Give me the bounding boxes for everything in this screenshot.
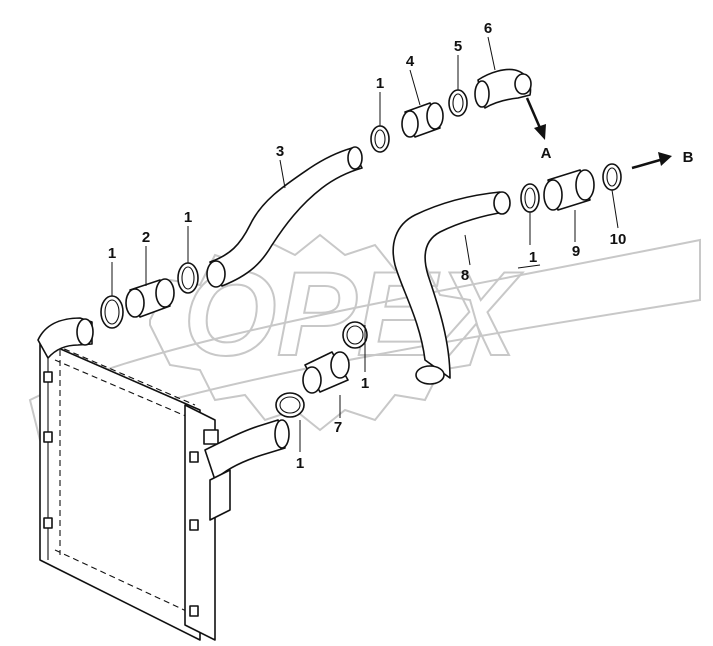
intercooler <box>37 317 290 641</box>
clamp-part-10 <box>602 163 622 191</box>
clamp-1-c <box>370 125 390 153</box>
clamp-1-d <box>520 183 540 213</box>
hose-part-8 <box>392 191 511 385</box>
coupler-part-9 <box>543 169 595 211</box>
callout-3: 3 <box>276 143 284 160</box>
hose-part-3 <box>206 146 363 288</box>
leader-lines <box>111 36 619 452</box>
callouts: 1 2 1 3 1 4 5 6 A B 8 1 9 10 1 7 1 <box>108 20 694 472</box>
callout-7: 7 <box>334 419 342 436</box>
callout-5: 5 <box>454 38 462 55</box>
callout-1-b: 1 <box>184 209 192 226</box>
callout-1-a: 1 <box>108 245 116 262</box>
watermark-swoosh <box>28 238 701 442</box>
arrow-a-label: A <box>541 145 552 162</box>
callout-9: 9 <box>572 243 580 260</box>
callout-4: 4 <box>406 53 415 70</box>
arrow-b <box>631 152 672 170</box>
callout-10: 10 <box>610 231 627 248</box>
elbow-part-6 <box>474 68 532 109</box>
callout-1-c: 1 <box>376 75 384 92</box>
callout-2: 2 <box>142 229 150 246</box>
callout-6: 6 <box>484 20 492 37</box>
callout-1-f: 1 <box>296 455 304 472</box>
coupler-part-7 <box>302 351 350 394</box>
callout-1-d: 1 <box>529 249 537 266</box>
arrow-b-label: B <box>683 149 694 166</box>
clamp-1-e <box>342 321 368 349</box>
coupler-part-4 <box>401 102 444 138</box>
clamp-part-5 <box>448 89 468 117</box>
clamp-1-b <box>177 262 199 294</box>
arrow-a <box>525 97 546 140</box>
clamp-1-f <box>275 392 305 418</box>
callout-1-e: 1 <box>361 375 369 392</box>
coupler-part-2 <box>125 278 175 318</box>
clamp-1-a <box>100 295 124 329</box>
callout-8: 8 <box>461 267 469 284</box>
